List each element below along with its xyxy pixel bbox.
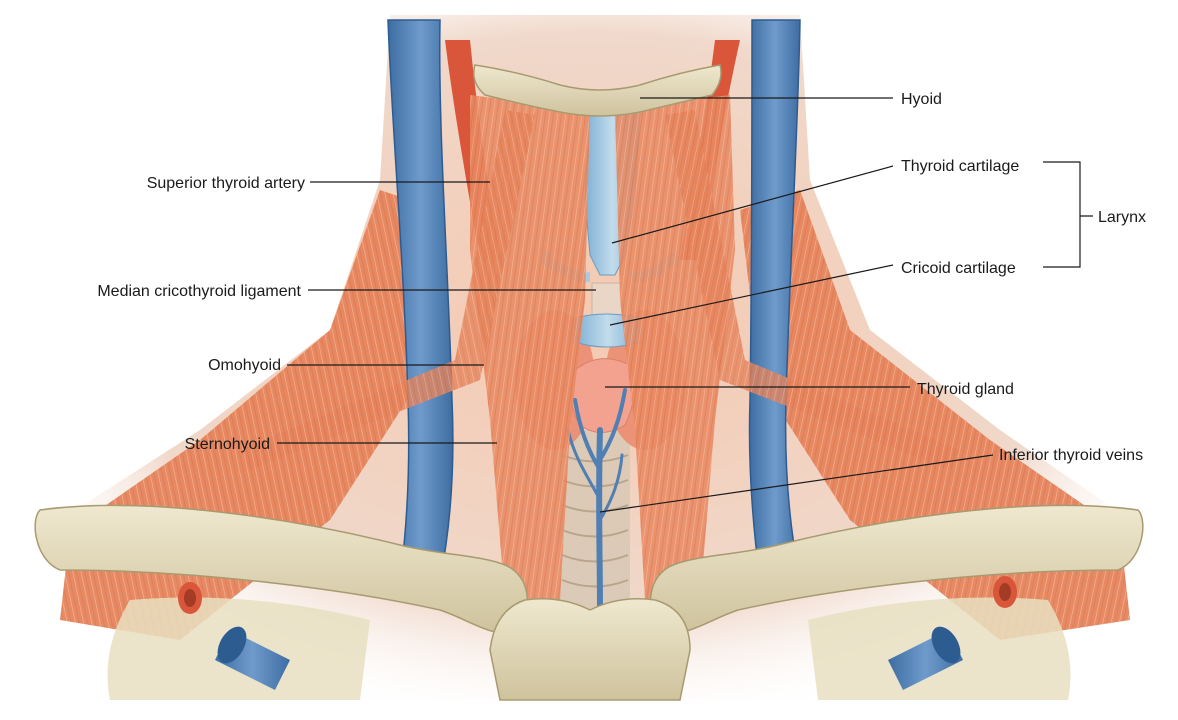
label-hyoid: Hyoid [901,91,942,108]
leader-cricoid [609,264,894,326]
label-sternohyoid: Sternohyoid [185,436,270,453]
label-cricoid-cartilage: Cricoid cartilage [901,260,1016,277]
label-thyroid-gland: Thyroid gland [917,381,1014,398]
right-omohyoid [665,110,960,470]
hyoid-bone [473,64,722,117]
subclavian-artery-right [993,576,1017,608]
label-median-cricothyroid-ligament: Median cricothyroid ligament [97,283,301,300]
label-larynx: Larynx [1098,209,1146,226]
manubrium [489,598,691,701]
left-omohyoid [240,110,535,470]
subclavian-vein-right [888,626,963,690]
median-cricothyroid-ligament [591,282,623,316]
label-omohyoid: Omohyoid [208,357,281,374]
label-inferior-thyroid-veins: Inferior thyroid veins [999,447,1143,464]
larynx-bracket [1043,161,1093,268]
subclavian-artery-left [178,582,202,614]
subclavian-vein-left [215,626,290,690]
leader-lines [277,97,1093,513]
label-thyroid-cartilage: Thyroid cartilage [901,158,1019,175]
inferior-thyroid-veins [566,388,627,613]
leader-thyroid-cartilage [611,165,894,244]
label-superior-thyroid-artery: Superior thyroid artery [147,175,305,192]
leader-inferior-thyroid-veins [599,454,994,513]
trachea [560,430,630,610]
